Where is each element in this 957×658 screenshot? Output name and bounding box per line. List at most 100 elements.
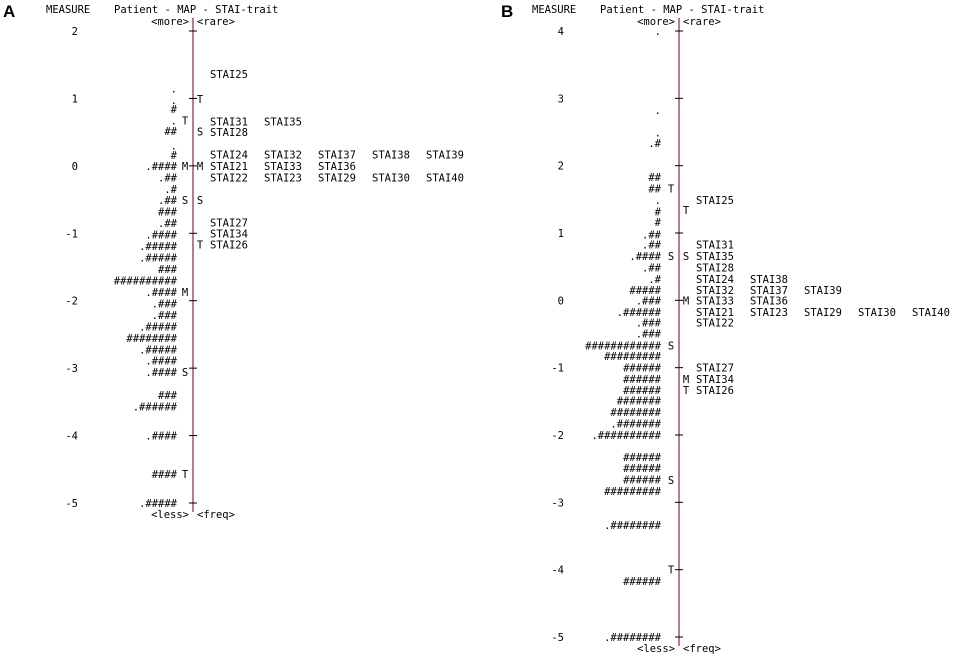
panel-b-person-row: ####### (617, 396, 662, 408)
panel-a-item-marker: S (197, 126, 203, 138)
panel-b-person-row: ###### (623, 363, 662, 375)
panel-a-item-label: STAI40 (426, 172, 464, 184)
panel-a-item-marker: S (197, 195, 203, 207)
panel-b-item-label: STAI38 (750, 274, 788, 286)
panel-a-person-row: .##### (139, 344, 178, 356)
panel-b-item-label: STAI34 (696, 374, 734, 386)
panel-a-item-label: STAI39 (426, 149, 464, 161)
panel-b-item-marker: S (683, 251, 689, 263)
panel-b-freq-label: <freq> (683, 643, 721, 655)
panel-a-person-row: .##### (139, 253, 178, 265)
panel-a-item-marker: T (197, 94, 204, 106)
panel-b-item-label: STAI40 (912, 307, 950, 319)
panel-b-tick-label: 1 (558, 228, 564, 240)
panel-b-person-row: ######## (610, 407, 661, 419)
panel-a-item-label: STAI30 (372, 172, 410, 184)
panel-a-tick-label: -5 (65, 498, 78, 510)
panel-b-person-row: ## (648, 172, 661, 184)
panel-b-person-row: .## (642, 262, 662, 274)
panel-b-tick-label: -3 (551, 497, 564, 509)
panel-b: B MEASURE Patient - MAP - STAI-trait <mo… (501, 2, 950, 655)
panel-b-person-row: ###### (623, 463, 662, 475)
panel-a-person-row: ########## (114, 275, 178, 287)
panel-a-rare-label: <rare> (197, 16, 235, 28)
panel-a-item-label: STAI32 (264, 149, 302, 161)
panel-b-item-label: STAI35 (696, 251, 734, 263)
panel-b-person-marker: S (668, 475, 674, 487)
panel-b-person-row: ###### (623, 385, 662, 397)
panel-b-person-row: .### (636, 295, 662, 307)
panel-a-tick-label: -3 (65, 363, 78, 375)
panel-b-tick-label: -4 (551, 565, 564, 577)
panel-b-item-label: STAI32 (696, 285, 734, 297)
panel-b-tick-label: 2 (558, 161, 564, 173)
panel-a-less-label: <less> (151, 509, 189, 521)
panel-b-person-row: ######### (604, 351, 662, 363)
panel-a-person-row: # (171, 150, 178, 162)
panel-a-person-row: .##### (139, 321, 178, 333)
panel-a-person-row: .#### (145, 356, 177, 368)
panel-b-item-label: STAI22 (696, 318, 734, 330)
panel-b-person-row: . (655, 195, 661, 207)
panel-b-person-row: ## (648, 184, 661, 196)
panel-b-person-row: ############ (585, 340, 662, 352)
panel-b-person-marker: S (668, 340, 674, 352)
panel-b-person-row: .## (642, 239, 662, 251)
panel-b-more-label: <more> (637, 16, 675, 28)
panel-a-title: Patient - MAP - STAI-trait (114, 4, 278, 16)
panel-b-item-label: STAI31 (696, 239, 734, 251)
panel-a-person-row: .#### (145, 431, 177, 443)
panel-b-item-marker: M (683, 374, 689, 386)
panel-b-person-marker: T (668, 565, 675, 577)
panel-a-person-row: ## (164, 126, 177, 138)
panel-b-person-row: . (655, 105, 661, 117)
panel-b-person-row: . (655, 128, 661, 140)
panel-a-item-label: STAI29 (318, 172, 356, 184)
panel-b-letter: B (501, 2, 513, 21)
panel-b-person-row: ###### (623, 474, 662, 486)
panel-a-item-label: STAI22 (210, 172, 248, 184)
panel-a-marks: 210-1-2-3-4-5..#.##.#.####.##.#.#####.##… (65, 26, 464, 510)
panel-b-item-marker: T (683, 385, 690, 397)
panel-b-person-row: ###### (623, 374, 662, 386)
panel-b-item-label: STAI21 (696, 307, 734, 319)
panel-b-item-label: STAI24 (696, 274, 734, 286)
panel-a-item-label: STAI36 (318, 161, 356, 173)
panel-b-person-row: .### (636, 318, 662, 330)
panel-b-person-row: .# (648, 138, 661, 150)
panel-b-person-row: ##### (629, 285, 661, 297)
panel-a: A MEASURE Patient - MAP - STAI-trait <mo… (3, 2, 464, 521)
panel-b-tick-label: 3 (558, 93, 564, 105)
panel-a-tick-label: 1 (72, 93, 78, 105)
panel-b-person-row: .######## (604, 520, 662, 532)
panel-a-item-label: STAI35 (264, 116, 302, 128)
panel-a-person-row: .# (164, 184, 177, 196)
panel-a-person-row: ######## (126, 333, 177, 345)
panel-a-item-label: STAI21 (210, 161, 248, 173)
panel-a-person-row: . (171, 95, 177, 107)
panel-a-tick-label: -1 (65, 228, 78, 240)
panel-a-item-label: STAI24 (210, 149, 248, 161)
panel-a-person-marker: T (182, 469, 189, 481)
panel-a-person-row: .#### (145, 367, 177, 379)
panel-a-item-label: STAI34 (210, 228, 248, 240)
panel-b-less-label: <less> (637, 643, 675, 655)
panel-a-tick-label: -4 (65, 431, 78, 443)
panel-a-letter: A (3, 2, 15, 21)
panel-a-person-row: .## (158, 195, 178, 207)
panel-b-person-row: .# (648, 274, 661, 286)
panel-b-item-marker: M (683, 295, 689, 307)
panel-a-person-row: ### (158, 264, 178, 276)
panel-a-person-marker: M (182, 161, 188, 173)
panel-a-freq-label: <freq> (197, 509, 235, 521)
panel-a-item-marker: T (197, 240, 204, 252)
panel-a-tick-label: 2 (72, 26, 78, 38)
panel-b-item-label: STAI30 (858, 307, 896, 319)
panel-b-person-row: . (655, 26, 661, 38)
panel-b-title: Patient - MAP - STAI-trait (600, 4, 764, 16)
panel-a-item-label: STAI26 (210, 240, 248, 252)
panel-b-person-row: ######### (604, 486, 662, 498)
panel-b-person-marker: T (668, 184, 675, 196)
panel-b-person-row: .## (642, 229, 662, 241)
